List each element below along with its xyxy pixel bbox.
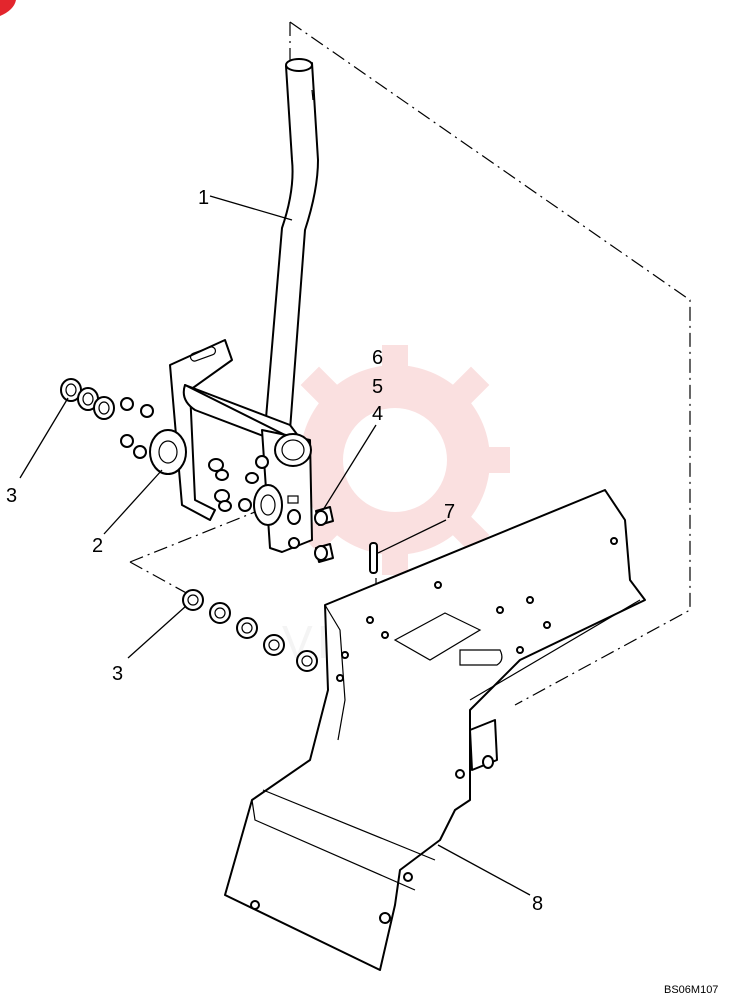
callout-6: 6 bbox=[372, 347, 383, 369]
washer-stack-lower bbox=[182, 589, 318, 672]
washer-stack-upper bbox=[60, 378, 115, 420]
leader-7 bbox=[377, 519, 447, 554]
corner-mark bbox=[0, 0, 16, 16]
callout-8: 8 bbox=[532, 893, 543, 915]
alignment-line-washers bbox=[129, 561, 191, 596]
lever-handle bbox=[264, 58, 319, 431]
flange-bushing bbox=[149, 429, 283, 526]
callout-3-lower: 3 bbox=[112, 663, 123, 685]
mounting-plate bbox=[224, 489, 646, 971]
bracket-fasteners bbox=[120, 397, 269, 512]
leader-2 bbox=[103, 469, 163, 535]
leader-3-upper bbox=[19, 397, 69, 479]
callout-1: 1 bbox=[198, 187, 209, 209]
callout-4: 4 bbox=[372, 403, 383, 425]
leader-lines bbox=[19, 195, 531, 896]
alignment-line-right bbox=[289, 21, 691, 706]
callout-7: 7 bbox=[444, 501, 455, 523]
callout-3-upper: 3 bbox=[6, 485, 17, 507]
callout-2: 2 bbox=[92, 535, 103, 557]
leader-1 bbox=[209, 195, 293, 221]
callout-5: 5 bbox=[372, 376, 383, 398]
roll-pin bbox=[369, 542, 378, 574]
leader-4 bbox=[322, 424, 377, 511]
drawing-code: BS06M107 bbox=[664, 984, 718, 996]
leader-3-lower bbox=[127, 605, 187, 659]
callout-labels: 1 2 3 3 4 5 6 7 8 bbox=[6, 187, 543, 915]
leader-8 bbox=[437, 844, 531, 896]
clevis-pins bbox=[314, 506, 334, 563]
